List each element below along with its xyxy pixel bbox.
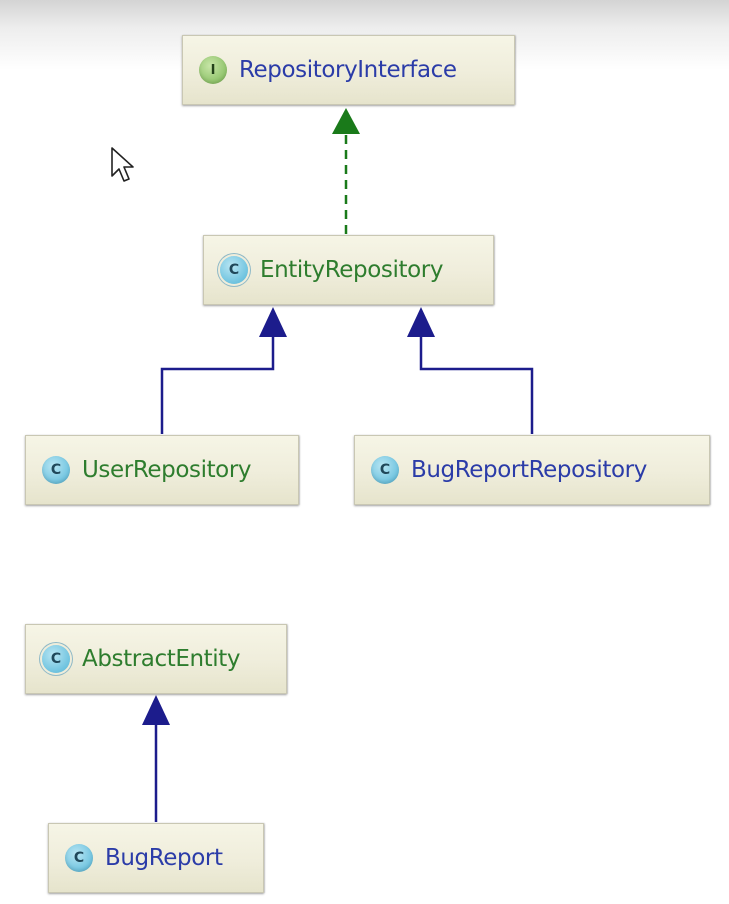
abstract-class-icon: C [220, 256, 248, 284]
arrowhead [142, 695, 170, 725]
node-label: BugReportRepository [411, 457, 647, 483]
arrowhead [332, 108, 360, 134]
node-repository-interface[interactable]: I RepositoryInterface [182, 35, 515, 105]
edge-extends-userrepository-entityrepository [160, 307, 287, 434]
node-label: UserRepository [82, 457, 252, 483]
node-label: BugReport [105, 845, 223, 871]
node-abstract-entity[interactable]: C AbstractEntity [25, 624, 287, 694]
class-icon: C [65, 844, 93, 872]
interface-icon: I [199, 56, 227, 84]
mouse-pointer-icon [111, 147, 134, 182]
node-label: RepositoryInterface [239, 57, 457, 83]
abstract-class-icon: C [42, 645, 70, 673]
node-bug-report-repository[interactable]: C BugReportRepository [354, 435, 710, 505]
edge-extends-bugreportrepository-entityrepository [407, 307, 534, 434]
class-icon: C [42, 456, 70, 484]
node-label: EntityRepository [260, 257, 444, 283]
edge-implements-entityrepository-repositoryinterface [332, 108, 360, 234]
class-icon: C [371, 456, 399, 484]
node-label: AbstractEntity [82, 646, 241, 672]
edge-extends-bugreport-abstractentity [142, 695, 170, 822]
node-user-repository[interactable]: C UserRepository [25, 435, 299, 505]
node-bug-report[interactable]: C BugReport [48, 823, 264, 893]
arrowhead [259, 307, 287, 337]
node-entity-repository[interactable]: C EntityRepository [203, 235, 494, 305]
arrowhead [407, 307, 435, 337]
